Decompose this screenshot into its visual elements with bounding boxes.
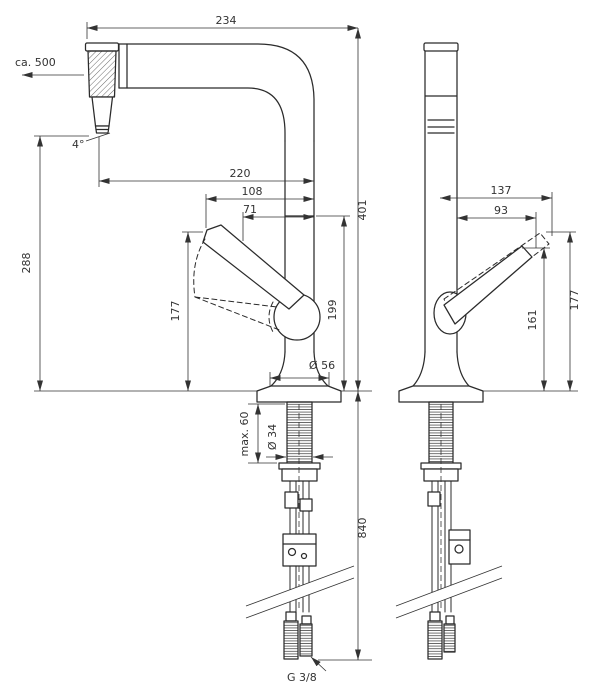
fitting-thread-left: [283, 620, 299, 660]
spout-bottom-edge: [118, 87, 286, 142]
side-extension-lines: [483, 192, 578, 392]
sprayhead-cap: [84, 42, 120, 52]
hose-weight-detail2: [300, 552, 308, 560]
extension-lines: [34, 22, 372, 661]
dim-108-label: 108: [242, 185, 263, 198]
side-base-plate: [398, 385, 484, 403]
side-fitting-neck: [429, 611, 441, 622]
dim-max60-label: max. 60: [238, 412, 251, 457]
base-cone: [270, 351, 329, 387]
dim-4deg-label: 4°: [72, 138, 85, 151]
dim-177-front-label: 177: [169, 301, 182, 322]
side-break-mask: [396, 566, 502, 618]
dim-dia56-label: Ø 56: [309, 359, 335, 372]
dim-234-label: 234: [216, 14, 237, 27]
fitting-neck-left: [285, 611, 297, 622]
dim-dia34-label: Ø 34: [266, 424, 279, 450]
hose-weight-block: [282, 533, 317, 567]
side-supply-hoses: [431, 480, 452, 613]
side-view-undercounter: [395, 401, 503, 660]
dim-137-label: 137: [491, 184, 512, 197]
side-view-faucet: [398, 42, 550, 403]
side-dimensions: 137 93 161 177: [440, 184, 581, 392]
hose-connector-right: [299, 498, 313, 512]
g38-leader: [310, 656, 327, 672]
sprayhead-grip: [87, 50, 117, 98]
dim-220-label: 220: [230, 167, 251, 180]
hose-connector-left: [284, 491, 299, 509]
side-cap: [423, 42, 459, 52]
break-mask: [246, 566, 354, 618]
side-handle-lever: [443, 245, 533, 325]
dim-288-label: 288: [20, 253, 33, 274]
dim-g38-label: G 3/8: [287, 671, 317, 684]
side-hose-weight-detail: [454, 544, 464, 554]
washer: [278, 462, 321, 470]
side-hose-weight-block: [448, 529, 471, 565]
dim-177-side-label: 177: [568, 290, 581, 311]
side-fitting-neck2: [445, 615, 455, 625]
break-lines: [245, 565, 355, 619]
dim-401-label: 401: [356, 200, 369, 221]
side-break-lines: [395, 565, 503, 619]
dim-71-label: 71: [243, 203, 257, 216]
side-fitting-thread: [427, 620, 443, 660]
side-base-cone: [412, 351, 470, 387]
sprayhead-nozzle: [91, 96, 114, 127]
base-plate: [256, 385, 342, 403]
side-fitting-thread2: [443, 623, 456, 653]
dim-840-label: 840: [356, 518, 369, 539]
dim-ca500-label: ca. 500: [15, 56, 56, 69]
dim-199-label: 199: [326, 300, 339, 321]
handle-swing-dashed: [193, 238, 283, 333]
dim-161-label: 161: [526, 310, 539, 331]
spout-head-joint: [118, 43, 128, 89]
front-view-faucet: [84, 42, 342, 403]
front-view-undercounter: [245, 401, 355, 660]
mounting-nut: [281, 468, 318, 482]
threaded-shank: [286, 401, 313, 464]
angle-leader: [85, 132, 111, 142]
hose-weight-detail: [287, 547, 297, 557]
side-body: [424, 50, 458, 353]
front-dimensions: 234 ca. 500 4° 220 108 71 401 288 177 19…: [15, 14, 372, 684]
dim-93-label: 93: [494, 204, 508, 217]
spout-top-edge: [118, 43, 315, 142]
side-hose-connector: [427, 491, 441, 507]
fitting-thread-right: [299, 623, 313, 657]
handle-lever: [202, 224, 305, 310]
fitting-neck-right: [301, 615, 312, 625]
